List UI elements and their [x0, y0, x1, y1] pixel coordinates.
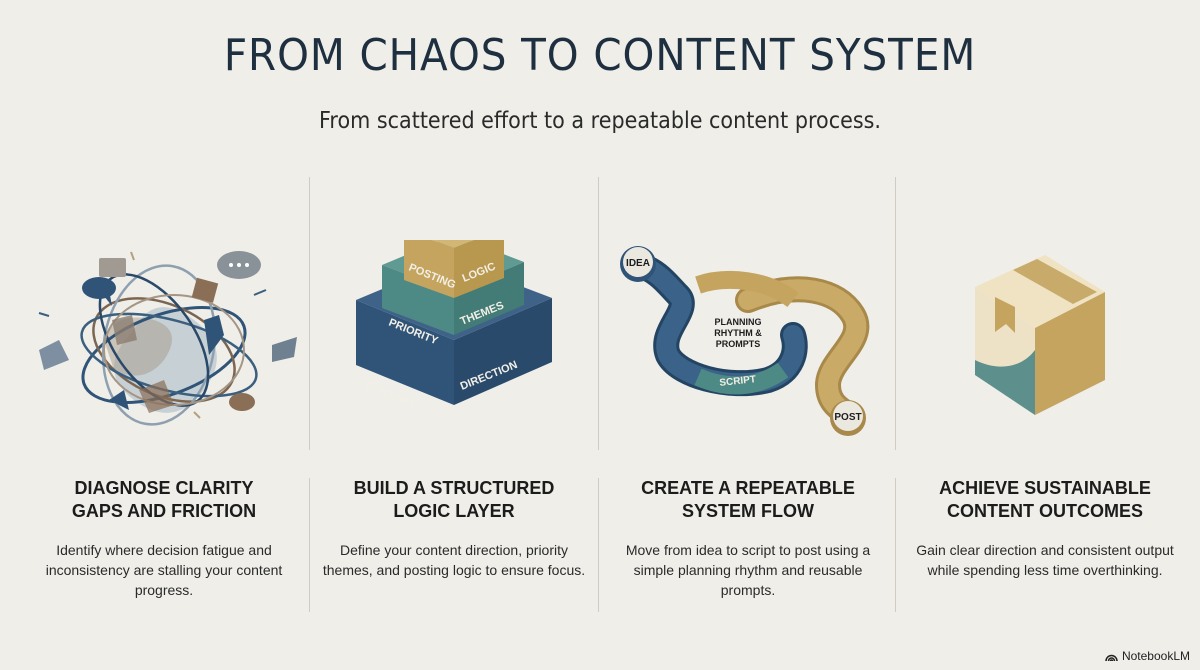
divider: [895, 478, 896, 612]
divider: [895, 177, 896, 450]
flow-label-script: SCRIPT: [719, 374, 757, 389]
box-package-icon: [895, 240, 1195, 440]
step-diagnose: DIAGNOSE CLARITY GAPS AND FRICTION Ident…: [14, 0, 314, 670]
layered-pyramid-icon: CONTENT DIRECTION PRIORITY THEMES POSTIN…: [304, 210, 604, 440]
heading-line: LOGIC LAYER: [393, 501, 515, 521]
flow-center-label: RHYTHM &: [714, 328, 762, 338]
step-description: Identify where decision fatigue and inco…: [45, 542, 283, 598]
step-description: Move from idea to script to post using a…: [625, 542, 871, 598]
tangled-chaos-icon: [14, 240, 314, 440]
notebooklm-branding: NotebookLM: [1105, 649, 1190, 663]
flow-center-label: PLANNING: [715, 317, 762, 327]
divider: [598, 177, 599, 450]
flow-path-icon: IDEA POST SCRIPT PLANNING RHYTHM & PROMP…: [598, 240, 898, 440]
flow-label-post: POST: [834, 412, 861, 423]
divider: [309, 478, 310, 612]
page-title: FROM CHAOS TO CONTENT SYSTEM: [223, 30, 977, 81]
step-achieve: ACHIEVE SUSTAINABLE CONTENT OUTCOMES Gai…: [895, 0, 1195, 670]
step-heading: DIAGNOSE CLARITY GAPS AND FRICTION: [14, 477, 314, 523]
heading-line: CREATE A REPEATABLE: [641, 478, 855, 498]
step-build: CONTENT DIRECTION PRIORITY THEMES POSTIN…: [304, 0, 604, 670]
divider: [309, 177, 310, 450]
divider: [598, 478, 599, 612]
step-heading: ACHIEVE SUSTAINABLE CONTENT OUTCOMES: [895, 477, 1195, 523]
step-heading: CREATE A REPEATABLE SYSTEM FLOW: [598, 477, 898, 523]
heading-line: CONTENT OUTCOMES: [947, 501, 1143, 521]
heading-line: ACHIEVE SUSTAINABLE: [939, 478, 1151, 498]
brand-label: NotebookLM: [1121, 649, 1190, 663]
step-description: Define your content direction, priority …: [322, 542, 586, 578]
step-description: Gain clear direction and consistent outp…: [916, 542, 1174, 578]
flow-center-label: PROMPTS: [716, 339, 761, 349]
heading-line: BUILD A STRUCTURED: [353, 478, 555, 498]
heading-line: SYSTEM FLOW: [682, 501, 814, 521]
flow-label-idea: IDEA: [626, 258, 650, 269]
page-subtitle: From scattered effort to a repeatable co…: [318, 108, 881, 134]
notebooklm-logo-icon: [1105, 654, 1118, 661]
heading-line: GAPS AND FRICTION: [71, 501, 257, 521]
step-heading: BUILD A STRUCTURED LOGIC LAYER: [304, 477, 604, 523]
heading-line: DIAGNOSE CLARITY: [74, 478, 254, 498]
step-create: IDEA POST SCRIPT PLANNING RHYTHM & PROMP…: [598, 0, 898, 670]
